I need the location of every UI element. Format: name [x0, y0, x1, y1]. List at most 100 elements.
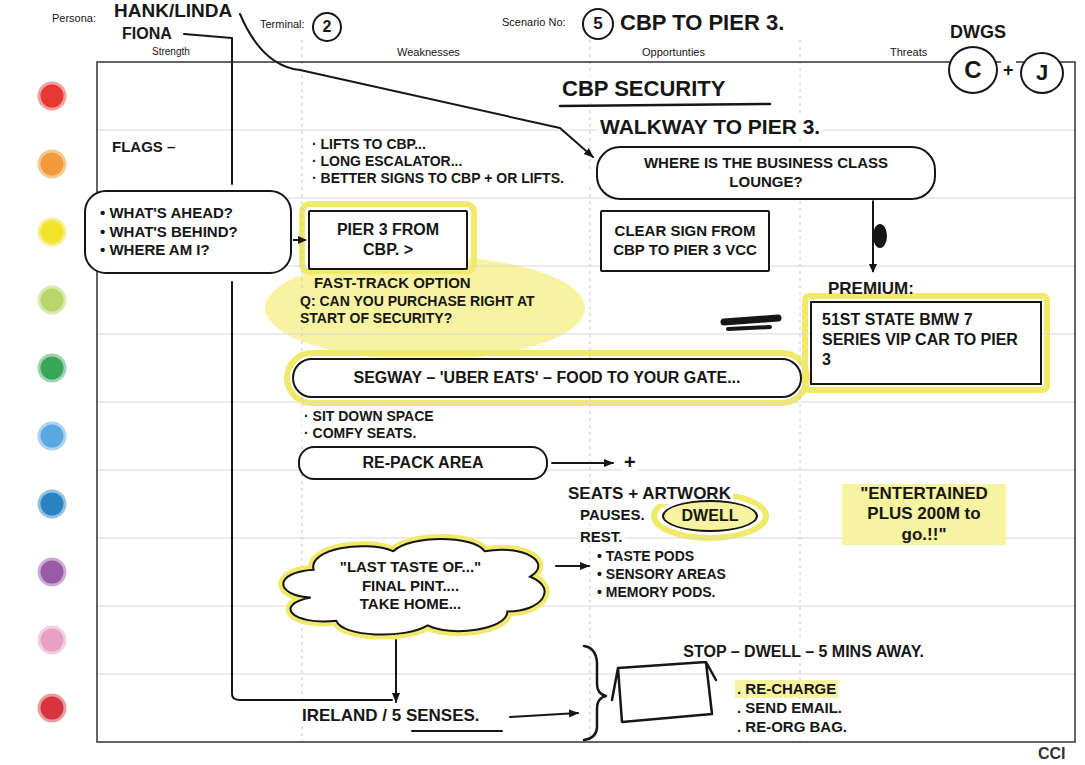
leader-arrow	[556, 565, 589, 567]
highlight-halo	[302, 204, 474, 272]
handwritten-note: REST.	[578, 528, 625, 546]
note-box: • WHAT'S AHEAD?• WHAT'S BEHIND?• WHERE A…	[84, 190, 292, 274]
sketch-lines	[184, 14, 887, 740]
handwritten-note: PAUSES.	[578, 506, 647, 524]
scribble	[873, 224, 887, 248]
cloud-line	[283, 539, 544, 635]
note-box: PIER 3 FROM CBP. >	[308, 210, 468, 270]
handwritten-note: . RE-ORG BAG.	[735, 718, 849, 736]
handwritten-note: · BETTER SIGNS TO CBP + OR LIFTS.	[310, 170, 599, 187]
handwritten-note: Opportunties	[640, 46, 707, 59]
connector-arrow	[872, 201, 874, 273]
handwritten-note: · LONG ESCALATOR...	[310, 153, 464, 170]
node-text: WHERE IS THE BUSINESS CLASS LOUNGE?	[616, 154, 916, 192]
row-line	[97, 606, 1075, 607]
curly-bracket	[584, 646, 606, 740]
handwritten-note: FIONA	[120, 24, 174, 43]
connector-arrow	[293, 239, 306, 241]
handwritten-note: Scenario No:	[500, 16, 568, 29]
highlight-halo	[805, 296, 1047, 390]
scribble	[724, 318, 778, 322]
handwritten-note: IRELAND / 5 SENSES.	[300, 706, 482, 726]
node-text: PIER 3 FROM CBP. >	[320, 220, 456, 260]
node-text: • WHAT'S AHEAD?	[100, 204, 276, 223]
color-dots	[39, 83, 65, 721]
handwritten-note: · LIFTS TO CBP...	[310, 136, 428, 153]
handwritten-note: WALKWAY TO PIER 3.	[598, 114, 822, 139]
scribble	[728, 327, 770, 329]
note-box: CLEAR SIGN FROM CBP TO PIER 3 VCC	[600, 210, 770, 272]
handwritten-note: . RE-CHARGE	[735, 680, 838, 698]
node-text: C	[964, 55, 981, 85]
handwritten-note: • MEMORY PODS.	[595, 584, 717, 601]
node-text: TAKE HOME...	[360, 595, 461, 614]
node-text: DWELL	[682, 506, 739, 526]
grid	[97, 40, 1075, 742]
highlight-halo	[287, 353, 807, 403]
leader-arrow	[552, 462, 613, 464]
handwritten-note: • TASTE PODS	[595, 548, 696, 565]
circled-word: DWELL	[662, 500, 758, 532]
row-line	[97, 674, 1075, 675]
sheet-frame	[97, 62, 1075, 742]
color-dot	[39, 83, 65, 109]
thought-cloud: "LAST TASTE OF..."FINAL PINT....TAKE HOM…	[268, 528, 553, 644]
handwritten-note: DWGS	[948, 22, 1008, 44]
underline	[412, 730, 502, 732]
color-dot	[39, 559, 65, 585]
color-dot	[39, 219, 65, 245]
circled-mark: 2	[312, 12, 342, 42]
handwritten-note: STOP – DWELL – 5 MINS AWAY.	[672, 642, 926, 661]
row-line	[97, 470, 1075, 471]
note-box: WHERE IS THE BUSINESS CLASS LOUNGE?	[596, 146, 936, 200]
handwritten-note: Weaknesses	[395, 46, 462, 59]
cloud-highlight	[283, 539, 544, 635]
leader-arrow	[510, 713, 578, 717]
handwritten-note: +	[1001, 60, 1016, 82]
row-line	[97, 402, 1075, 403]
node-text: 2	[323, 17, 332, 37]
handwritten-note: . SEND EMAIL.	[735, 699, 844, 717]
leader-arrow	[395, 640, 397, 702]
handwritten-note: • SENSORY AREAS	[595, 566, 728, 583]
handwritten-note: · COMFY SEATS.	[302, 425, 418, 442]
node-heading: PREMIUM:	[828, 274, 1042, 299]
handwritten-note: CBP TO PIER 3.	[618, 10, 786, 36]
premium-note: PREMIUM: 51ST STATE BMW 7 SERIES VIP CAR …	[810, 274, 1042, 385]
node-text: 51ST STATE BMW 7 SERIES VIP CAR TO PIER …	[822, 310, 1030, 370]
color-dot	[39, 695, 65, 721]
color-dot	[39, 627, 65, 653]
handwritten-note: Terminal:	[258, 18, 307, 31]
color-dot	[39, 423, 65, 449]
handwritten-note: CCI	[1036, 744, 1068, 763]
circled-mark: C	[948, 46, 998, 94]
node-text: FINAL PINT....	[362, 577, 459, 596]
circled-mark: 5	[582, 8, 614, 40]
row-line	[97, 130, 1075, 131]
leader-arrow	[240, 14, 593, 157]
node-text: RE-PACK AREA	[312, 453, 534, 473]
handwritten-note: · SIT DOWN SPACE	[302, 408, 436, 425]
node-text: CLEAR SIGN FROM CBP TO PIER 3 VCC	[610, 222, 760, 260]
pod-sketch	[612, 662, 716, 722]
handwritten-note: HANK/LINDA	[112, 0, 234, 23]
handwritten-note: Threats	[888, 46, 929, 59]
color-dot	[39, 151, 65, 177]
color-dot	[39, 491, 65, 517]
node-text: "LAST TASTE OF..."	[340, 558, 481, 577]
handwritten-note: Strength	[150, 46, 192, 58]
handwritten-note: Q: CAN YOU PURCHASE RIGHT AT START OF SE…	[298, 293, 547, 327]
node-text: • WHERE AM I?	[100, 241, 276, 260]
handwritten-note: CBP SECURITY	[560, 76, 727, 102]
handwritten-note: +	[622, 450, 638, 474]
handwritten-note: Persona:	[50, 12, 98, 25]
node-text: • WHAT'S BEHIND?	[100, 223, 276, 242]
node-text: SEGWAY – 'UBER EATS' – FOOD TO YOUR GATE…	[308, 368, 786, 388]
handwritten-note: "ENTERTAINED PLUS 200M to go.!!"	[842, 484, 1006, 545]
color-dot	[39, 355, 65, 381]
node-text: J	[1036, 59, 1048, 87]
note-box: SEGWAY – 'UBER EATS' – FOOD TO YOUR GATE…	[292, 358, 802, 398]
handwritten-note: FAST-TRACK OPTION	[312, 274, 473, 292]
handwritten-note: FLAGS –	[110, 138, 177, 156]
